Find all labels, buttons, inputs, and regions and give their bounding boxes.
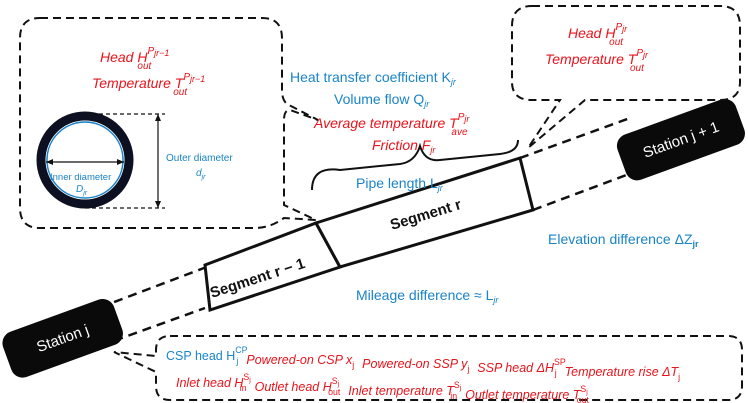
station-var-bottom-line1-4: Temperature rise ΔT bbox=[565, 365, 680, 379]
station-callout-box bbox=[113, 335, 743, 401]
station-var-bottom-line2-3: Outlet temperature T bbox=[465, 388, 582, 402]
pipe-edge-right-bottom bbox=[532, 166, 646, 212]
elevation-difference: Elevation difference ΔZjr bbox=[548, 231, 699, 249]
station-right: Station j + 1 bbox=[616, 98, 745, 181]
station-var-bottom-line1-0: CSP head H bbox=[166, 349, 235, 363]
station-left: Station j bbox=[2, 298, 123, 378]
segment-current bbox=[313, 156, 535, 269]
outer-diameter-symbol: djr bbox=[196, 168, 206, 181]
left-callout-bubble bbox=[19, 17, 319, 229]
arrowhead-right bbox=[117, 159, 124, 165]
arrowhead-down bbox=[155, 201, 161, 208]
pipe-edge-left-top bbox=[71, 263, 213, 320]
inner-diameter-label: Inner diameter bbox=[50, 172, 111, 183]
station-var-bottom-line1-3: SSP head ΔH bbox=[477, 361, 555, 375]
pipe-edge-right-top bbox=[519, 116, 631, 160]
friction: Friction Fjr bbox=[372, 137, 436, 155]
station-var-bottom-line2-0: Inlet head H bbox=[176, 376, 244, 390]
arrowhead-left bbox=[46, 159, 53, 165]
station-var-bottom-line2-2: Inlet temperature T bbox=[348, 384, 455, 398]
station-var-bottom-line1-2: Powered-on SSP y bbox=[362, 357, 468, 371]
station-var-bottom-line2-1: Outlet head H bbox=[255, 380, 333, 394]
mileage-difference: Mileage difference ≈ Ljr bbox=[356, 287, 499, 305]
heat-transfer-coefficient: Heat transfer coefficient Kjr bbox=[290, 69, 457, 87]
arrowhead-up bbox=[155, 114, 161, 121]
outer-diameter-label: Outer diameter bbox=[166, 153, 233, 164]
pipe-length-brace bbox=[311, 139, 519, 191]
pipe-length: Pipe length Ljr bbox=[356, 175, 444, 193]
station-var-bottom-line1-1: Powered-on CSP x bbox=[246, 353, 353, 367]
pipe-inner-wall bbox=[46, 121, 124, 199]
pipe-cross-section-icon bbox=[36, 111, 134, 209]
volume-flow: Volume flow Qjr bbox=[334, 91, 430, 109]
right-callout-bubble bbox=[511, 5, 741, 149]
inner-diameter-symbol: Djr bbox=[76, 184, 88, 197]
